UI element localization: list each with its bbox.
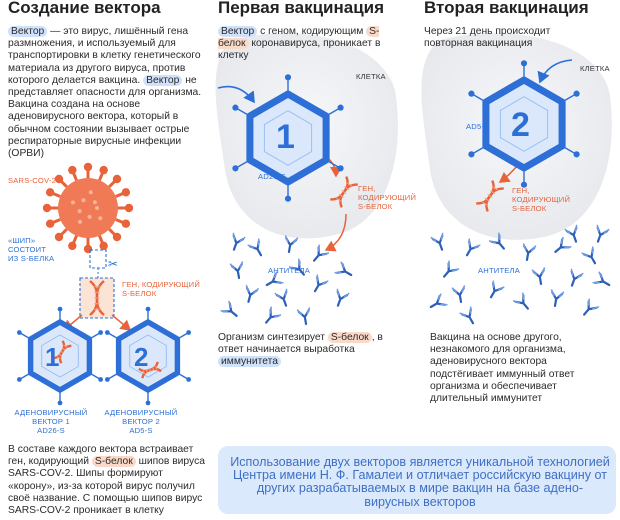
dna-cell2 [476, 180, 504, 212]
cell1-vector-hexagon [232, 74, 344, 202]
col3-bottom-text: Вакцина на основе другого, незнакомого д… [430, 332, 575, 405]
dna-in-vector1 [52, 340, 72, 364]
antibody-icon [229, 261, 244, 280]
antibody-arrow-1 [324, 213, 347, 252]
antibody-icon [459, 306, 475, 325]
antibody-icon [554, 236, 572, 253]
antibody-icon [247, 238, 263, 257]
gene-label-col3: ГЕН, КОДИРУЮЩИЙ S-БЕЛОК [512, 186, 571, 213]
dna-gene-box [89, 280, 105, 316]
col2-bottom-part1: Организм синтезирует [218, 332, 328, 343]
vector1-name: АДЕНОВИРУСНЫЙ ВЕКТОР 1 [14, 408, 88, 426]
col1-bottom-part1: В составе каждого вектора встраивает ген… [8, 444, 194, 468]
antibody-icon [336, 288, 350, 307]
gene-label-col2: ГЕН, КОДИРУЮЩИЙ S-БЕЛОК [358, 184, 417, 211]
vector2-name: АДЕНОВИРУСНЫЙ ВЕКТОР 2 [104, 408, 178, 426]
antibody-icon [284, 235, 299, 254]
cell-label-1: КЛЕТКА [356, 72, 386, 81]
cell2-vector-number: 2 [511, 106, 530, 144]
antibody-icon [334, 261, 353, 277]
antibody-icon [583, 298, 600, 316]
antibody-icon [265, 271, 284, 287]
antibody-icon [296, 307, 311, 326]
antibody-icon [265, 306, 282, 324]
highlight-s-protein: S-белок [91, 456, 136, 468]
gene-label-col1: ГЕН, КОДИРУЮЩИЙ S-БЕЛОК [122, 280, 200, 298]
antibody-icon [512, 292, 529, 310]
entry-arrow-1 [217, 85, 255, 104]
col1-intro: Вектор — это вирус, лишённый гена размно… [8, 26, 208, 160]
antibodies-label-2: АНТИТЕЛА [478, 266, 520, 275]
col1-bottom-part2: шипов вируса SARS-COV-2. Шипы формируют … [8, 456, 205, 517]
col1-intro-part2: не представляет опасности для организма.… [8, 74, 202, 160]
antibody-icon [522, 243, 537, 262]
highlight-vector: Вектор [218, 26, 258, 37]
vector1-number: 1 [45, 342, 60, 372]
spike-highlight-box [89, 249, 107, 269]
antibody-icon [220, 300, 238, 317]
antibody-icon [430, 232, 444, 251]
scissors-icon: ✂ [108, 257, 118, 271]
col2-heading: Первая вакцинация [218, 0, 385, 17]
dna-cell1 [330, 176, 358, 208]
col1-intro-part1: — это вирус, лишённый гена размножения, … [8, 26, 201, 86]
highlight-vector: Вектор [8, 26, 48, 37]
antibody-icon [488, 232, 505, 250]
col3-top-text: Через 21 день происходит повторная вакци… [424, 26, 551, 50]
vector1-code: AD26-S [37, 426, 65, 435]
vector2-label: АДЕНОВИРУСНЫЙ ВЕКТОР 2 AD5-S [104, 408, 178, 435]
cell-label-2: КЛЕТКА [580, 64, 610, 73]
antibody-icon [451, 285, 466, 304]
vector-code-cell-1: AD26-S [258, 172, 286, 181]
highlight-immunity: иммунитета [218, 356, 281, 368]
dna-in-vector2 [138, 361, 162, 379]
vector1-label: АДЕНОВИРУСНЫЙ ВЕКТОР 1 AD26-S [14, 408, 88, 435]
conclusion-banner: Использование двух векторов является уни… [218, 446, 616, 514]
antibody-icon [313, 244, 330, 262]
antibody-icon [570, 268, 584, 287]
antibody-icon [592, 271, 611, 287]
antibody-icon [313, 274, 329, 293]
antibody-icon [489, 280, 505, 299]
highlight-vector: Вектор [143, 74, 183, 86]
cell1-vector-number: 1 [276, 118, 295, 156]
sars-label: SARS-COV-2 [8, 176, 56, 185]
antibody-icon [245, 284, 259, 303]
entry-arrow-2 [537, 59, 573, 84]
conclusion-text: Использование двух векторов является уни… [230, 455, 610, 509]
col2-top-part2: коронавируса, проникает в клетку [218, 38, 381, 62]
vector-code-cell-2: AD5-S [466, 122, 490, 131]
sars-cov-2-virus [42, 162, 134, 254]
vector2-number: 2 [134, 342, 149, 372]
col2-top-part1: с геном, кодирующим [257, 26, 367, 37]
antibody-icon [443, 260, 460, 278]
col1-bottom-text: В составе каждого вектора встраивает ген… [8, 444, 208, 517]
antibody-icon [550, 289, 565, 308]
vector2-hexagon [104, 306, 192, 406]
col2-top-text: Вектор с геном, кодирующим S-белок корон… [218, 26, 408, 63]
col3-heading: Вторая вакцинация [424, 0, 589, 17]
antibody-icon [274, 288, 288, 307]
antibody-icon [564, 224, 578, 243]
antibody-icon [429, 293, 448, 309]
col2-bottom-text: Организм синтезирует S-белок, в ответ на… [218, 332, 408, 369]
antibody-icon [581, 246, 597, 265]
antibodies-label-1: АНТИТЕЛА [268, 266, 310, 275]
col2-bottom-part2: , в ответ начинается выработка [218, 332, 383, 356]
antibody-icon [465, 238, 481, 257]
cell2-vector-hexagon [468, 60, 580, 188]
arrow-to-vector-2 [111, 314, 132, 331]
antibody-icon [288, 258, 305, 276]
spike-label: «ШИП» СОСТОИТ ИЗ S-БЕЛКА [8, 236, 55, 263]
antibody-icon [531, 267, 546, 286]
highlight-s-protein: S-белок [327, 332, 372, 343]
col1-heading: Создание вектора [8, 0, 161, 17]
vector2-code: AD5-S [129, 426, 153, 435]
antibody-icon [596, 224, 610, 243]
antibody-icon [232, 232, 246, 251]
